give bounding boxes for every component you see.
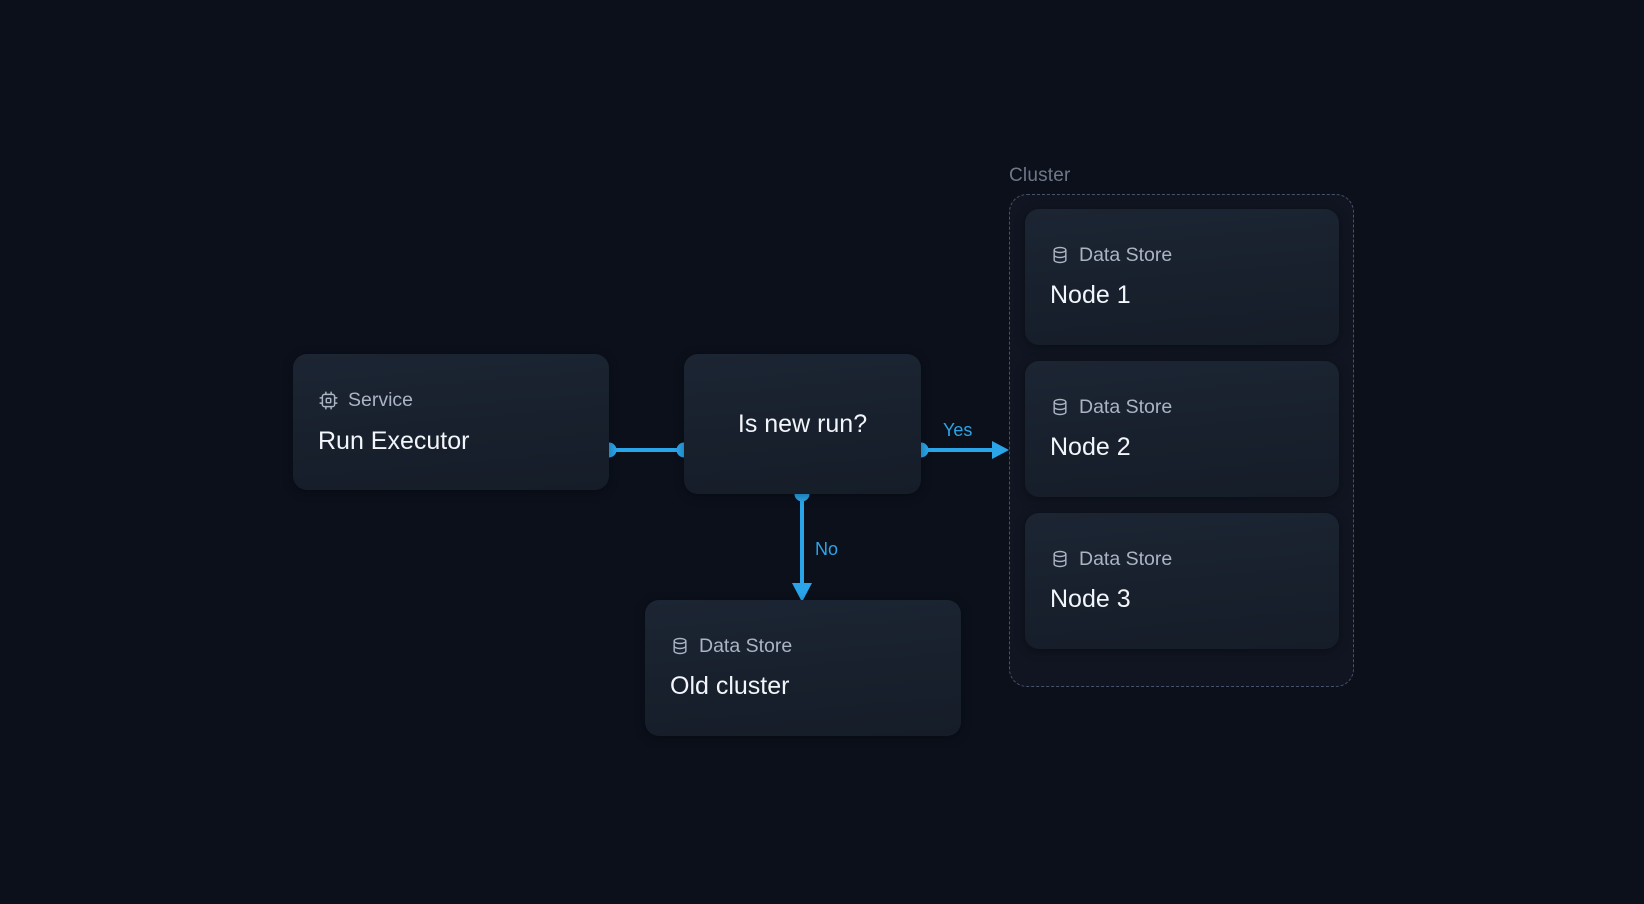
edge-service-to-decision	[601, 442, 692, 458]
node-type-row: Data Store	[1050, 397, 1323, 417]
node-type-row: Data Store	[1050, 245, 1323, 265]
node-title: Is new run?	[737, 409, 868, 438]
edge-decision-to-old-cluster	[792, 486, 812, 602]
node-type-label: Data Store	[1079, 243, 1173, 266]
node-title: Node 2	[1050, 433, 1131, 462]
database-icon	[1050, 549, 1070, 569]
node-data-store-node-2[interactable]: Data Store Node 2	[1025, 361, 1339, 497]
database-icon	[1050, 245, 1070, 265]
cpu-chip-icon	[318, 390, 339, 411]
node-type-label: Service	[348, 388, 414, 411]
node-type-row: Data Store	[1050, 549, 1323, 569]
database-icon	[670, 636, 690, 656]
edge-label-yes: Yes	[943, 420, 973, 440]
node-old-cluster[interactable]: Data Store Old cluster	[645, 600, 961, 736]
node-title: Node 3	[1050, 585, 1131, 614]
database-icon	[1050, 397, 1070, 417]
node-is-new-run[interactable]: Is new run?	[684, 354, 921, 494]
node-title: Node 1	[1050, 281, 1131, 310]
node-type-row: Data Store	[670, 636, 945, 656]
node-type-label: Data Store	[1079, 395, 1173, 418]
node-type-label: Data Store	[699, 634, 793, 657]
node-data-store-node-3[interactable]: Data Store Node 3	[1025, 513, 1339, 649]
node-title: Old cluster	[670, 672, 790, 701]
node-run-executor[interactable]: Service Run Executor	[293, 354, 609, 490]
node-type-label: Data Store	[1079, 547, 1173, 570]
node-type-row: Service	[318, 390, 593, 411]
node-title: Run Executor	[318, 426, 470, 455]
edge-decision-to-cluster	[913, 441, 1009, 459]
node-data-store-node-1[interactable]: Data Store Node 1	[1025, 209, 1339, 345]
edge-label-no: No	[815, 539, 839, 559]
cluster-group-label: Cluster	[1009, 165, 1071, 186]
